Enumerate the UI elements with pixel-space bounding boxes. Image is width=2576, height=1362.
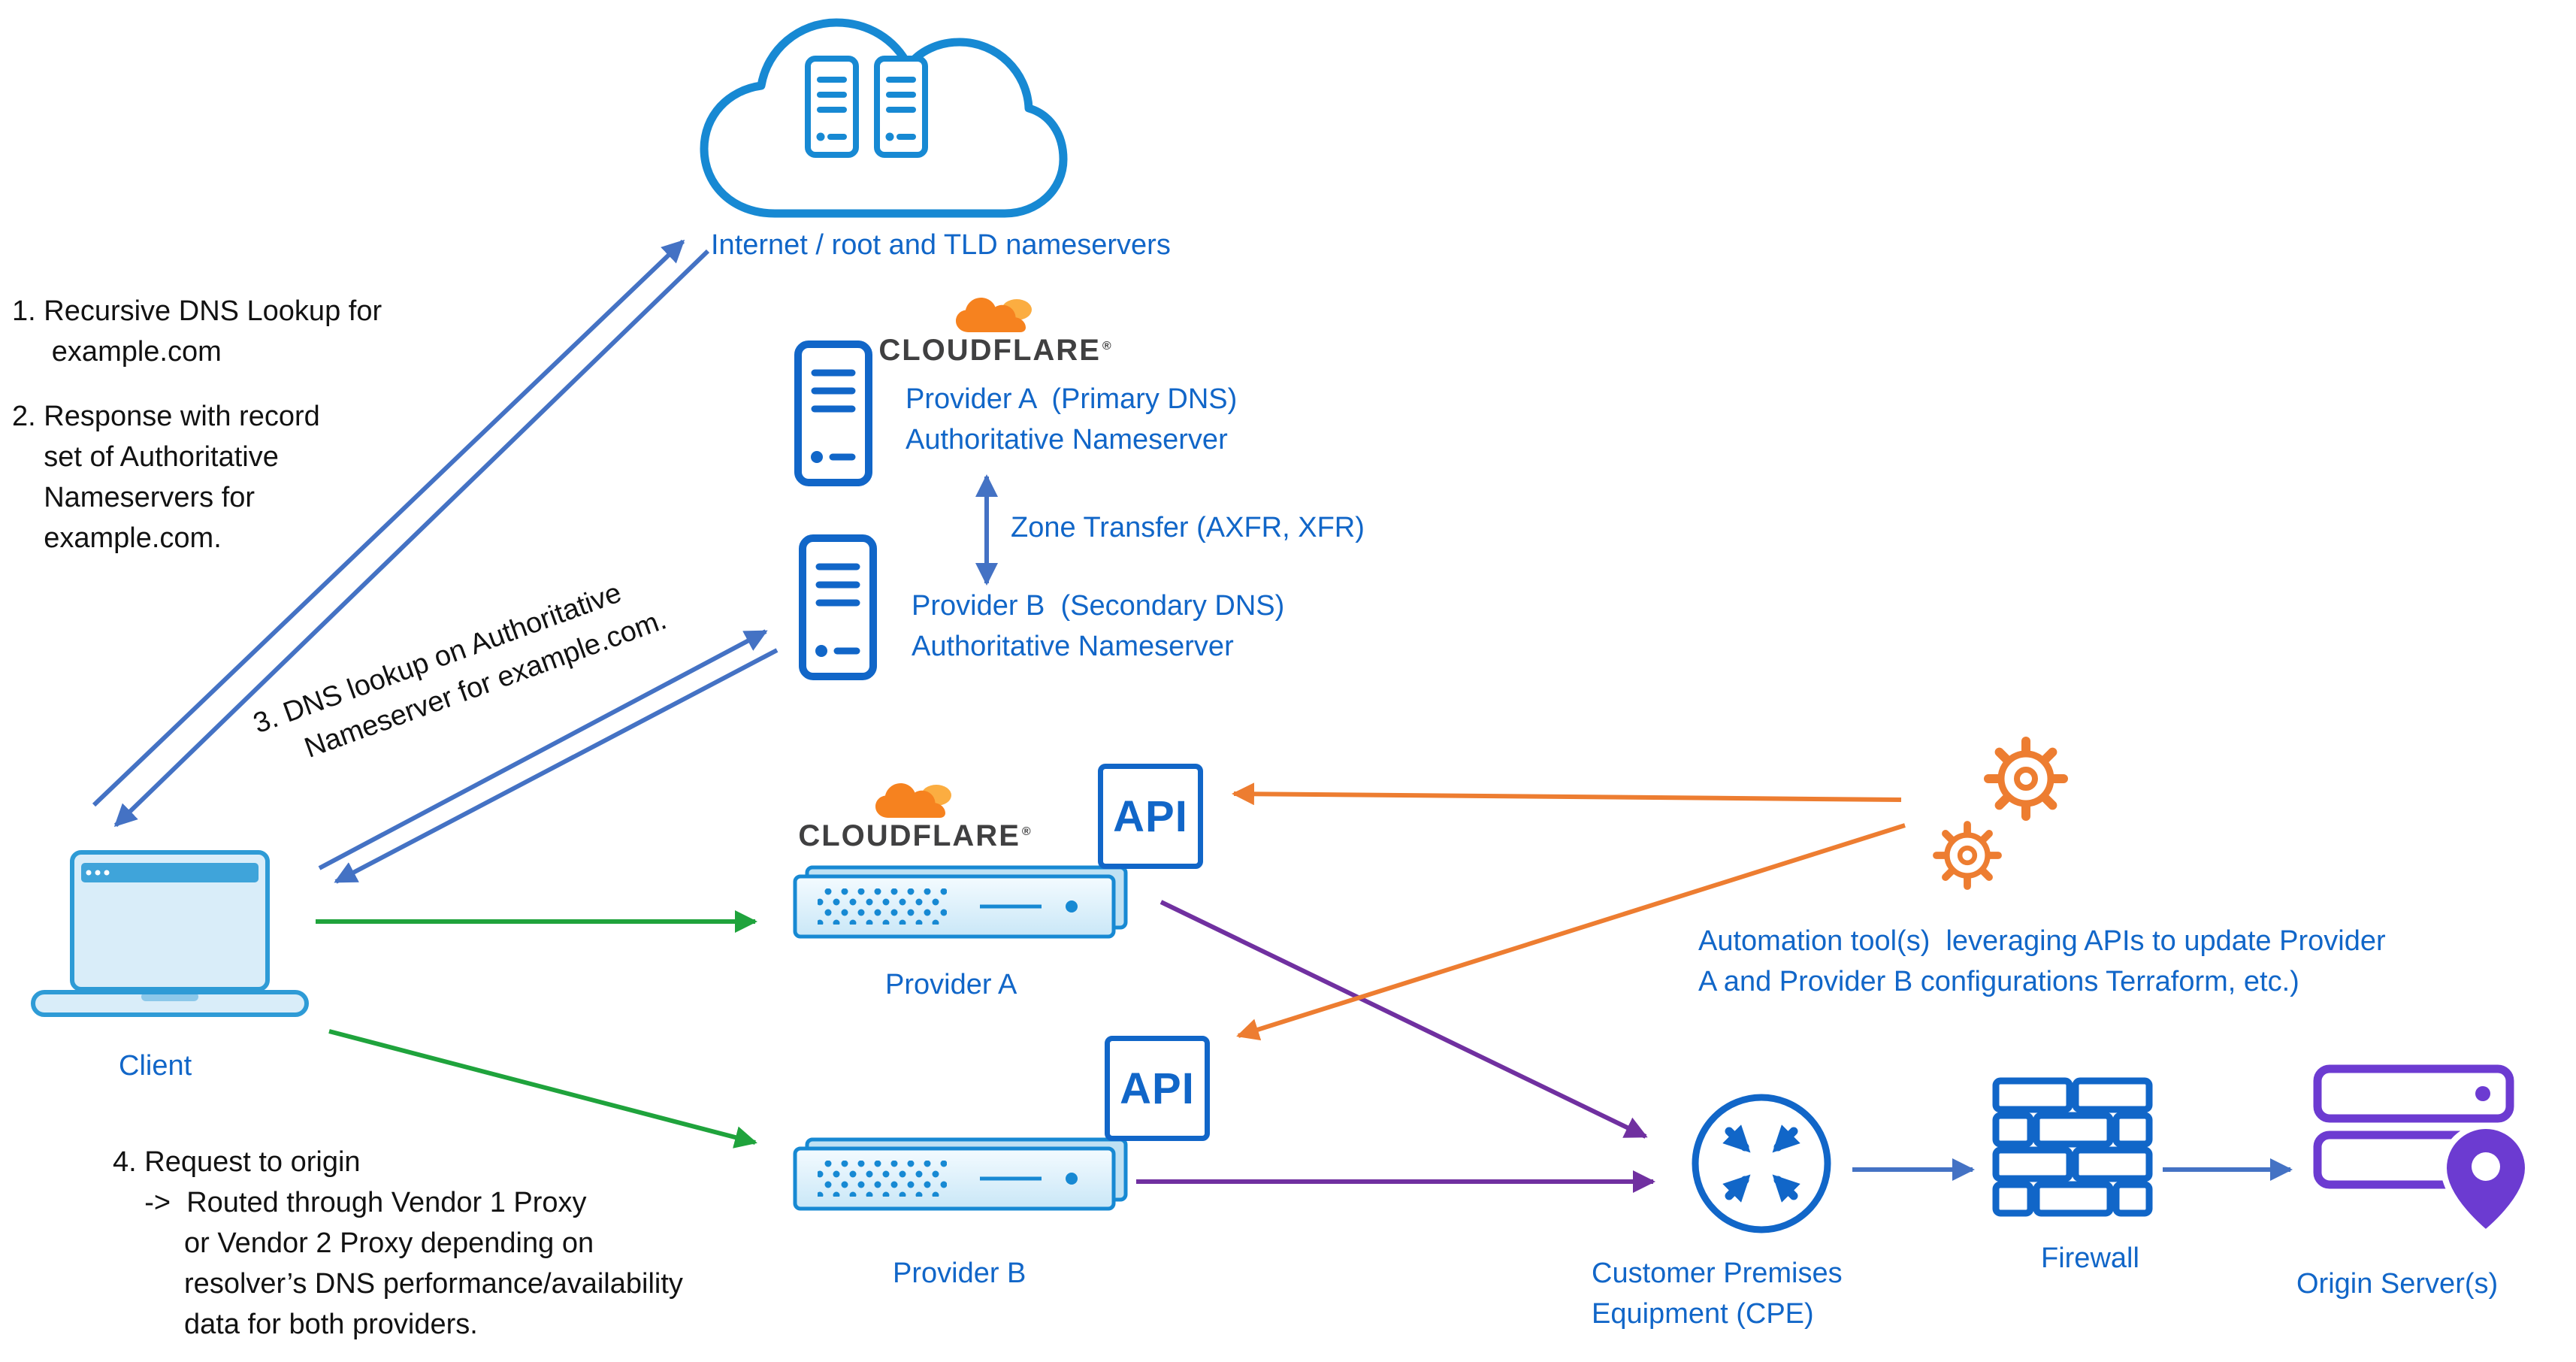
location-pin-icon: [2440, 1122, 2532, 1237]
cloudflare-cloud-icon: [956, 298, 1032, 332]
client-laptop-icon: [31, 850, 309, 1017]
proxy-a-appliance-icon: [793, 865, 1128, 939]
provider-b-proxy-label: Provider B: [893, 1258, 1026, 1289]
origin-label: Origin Server(s): [2296, 1268, 2499, 1300]
proxy-b-appliance-icon: [793, 1137, 1128, 1211]
registered-mark: ®: [1021, 825, 1033, 838]
provider-a-ns-label: Provider A (Primary DNS) Authoritative N…: [906, 383, 1238, 456]
brand-name: CLOUDFLARE: [798, 819, 1020, 852]
cpe-label: Customer Premises Equipment (CPE): [1592, 1258, 1843, 1330]
firewall-label: Firewall: [2041, 1242, 2139, 1274]
cloudflare-logo-top: CLOUDFLARE®: [878, 295, 1111, 368]
client-label: Client: [119, 1050, 192, 1082]
provider-a-proxy-label: Provider A: [885, 969, 1017, 1000]
cloudflare-wordmark: CLOUDFLARE®: [798, 819, 1032, 853]
automation-label: Automation tool(s) leveraging APIs to up…: [1698, 925, 2386, 997]
api-box-provider-a: API: [1098, 764, 1203, 869]
api-label: API: [1120, 1064, 1195, 1113]
provider-b-ns-label: Provider B (Secondary DNS) Authoritative…: [912, 590, 1285, 662]
step4-note: 4. Request to origin -> Routed through V…: [113, 1146, 683, 1340]
cloudflare-cloud-icon: [875, 783, 951, 818]
registered-mark: ®: [1102, 339, 1113, 353]
internet-cloud-icon: [700, 18, 1068, 218]
cpe-router-icon: [1692, 1094, 1831, 1233]
cloudflare-wordmark: CLOUDFLARE®: [878, 334, 1112, 368]
api-box-provider-b: API: [1105, 1036, 1210, 1141]
origin-servers-icon: [2313, 1064, 2532, 1237]
brand-name: CLOUDFLARE: [878, 334, 1101, 367]
cloudflare-logo-proxy-a: CLOUDFLARE®: [798, 780, 1031, 853]
nameserver-a-icon: [794, 340, 872, 486]
internet-label: Internet / root and TLD nameservers: [711, 229, 1171, 261]
api-label: API: [1113, 791, 1188, 841]
step1-note: 1. Recursive DNS Lookup for example.com: [12, 295, 382, 368]
zone-transfer-label: Zone Transfer (AXFR, XFR): [1011, 512, 1365, 543]
nameserver-b-icon: [799, 534, 877, 680]
firewall-icon: [1992, 1077, 2153, 1217]
step2-note: 2. Response with record set of Authorita…: [12, 401, 320, 554]
automation-gears-icon: [1933, 737, 2068, 890]
